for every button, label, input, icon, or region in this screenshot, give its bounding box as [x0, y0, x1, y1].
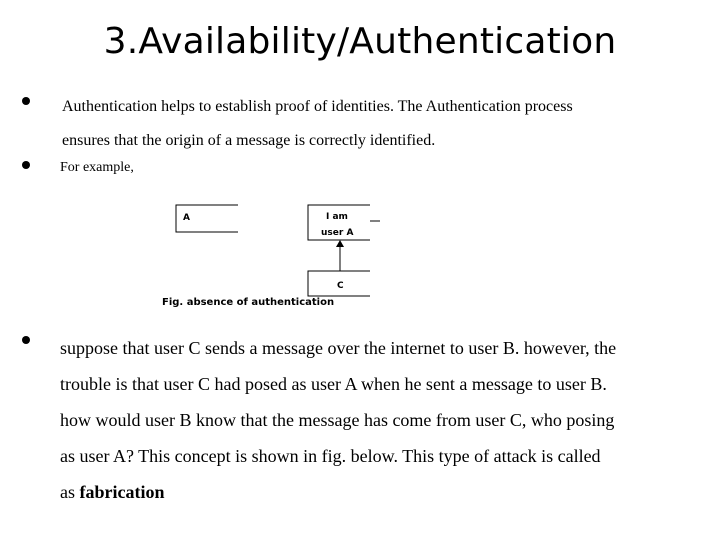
authentication-diagram: A I am user A B C Fig. absence of authen…: [162, 204, 380, 308]
bullet-2-text: For example,: [60, 160, 134, 175]
box-a: [175, 204, 238, 233]
bullet-1-line-1: Authentication helps to establish proof …: [62, 98, 573, 115]
figure-caption: Fig. absence of authentication: [162, 297, 334, 308]
bullet-1-line-2: ensures that the origin of a message is …: [62, 132, 436, 149]
bullet-3-line-3: how would user B know that the message h…: [60, 410, 615, 430]
bullet-3-text: suppose that user C sends a message over…: [60, 330, 616, 510]
arrow-c-to-middle-head: [336, 240, 344, 247]
bullet-3-line-5: as fabrication: [60, 474, 616, 510]
fabrication-term: fabrication: [79, 482, 165, 502]
bullet-3-line-2: trouble is that user C had posed as user…: [60, 374, 607, 394]
bullet-1-marker: [22, 97, 30, 105]
box-a-label: A: [183, 213, 190, 223]
box-middle-label-1: I am: [326, 212, 348, 222]
bullet-3-line-4: as user A? This concept is shown in fig.…: [60, 446, 601, 466]
box-c: [307, 270, 370, 297]
box-middle-label-2: user A: [321, 228, 353, 238]
bullet-2-marker: [22, 161, 30, 169]
slide-title: 3.Availability/Authentication: [103, 21, 617, 62]
box-middle: [307, 204, 370, 241]
bullet-1-text: Authentication helps to establish proof …: [62, 93, 573, 155]
box-c-label: C: [337, 281, 344, 291]
bullet-3-marker: [22, 336, 30, 344]
bullet-3-line-5-prefix: as: [60, 482, 80, 502]
bullet-3-line-1: suppose that user C sends a message over…: [60, 338, 617, 358]
